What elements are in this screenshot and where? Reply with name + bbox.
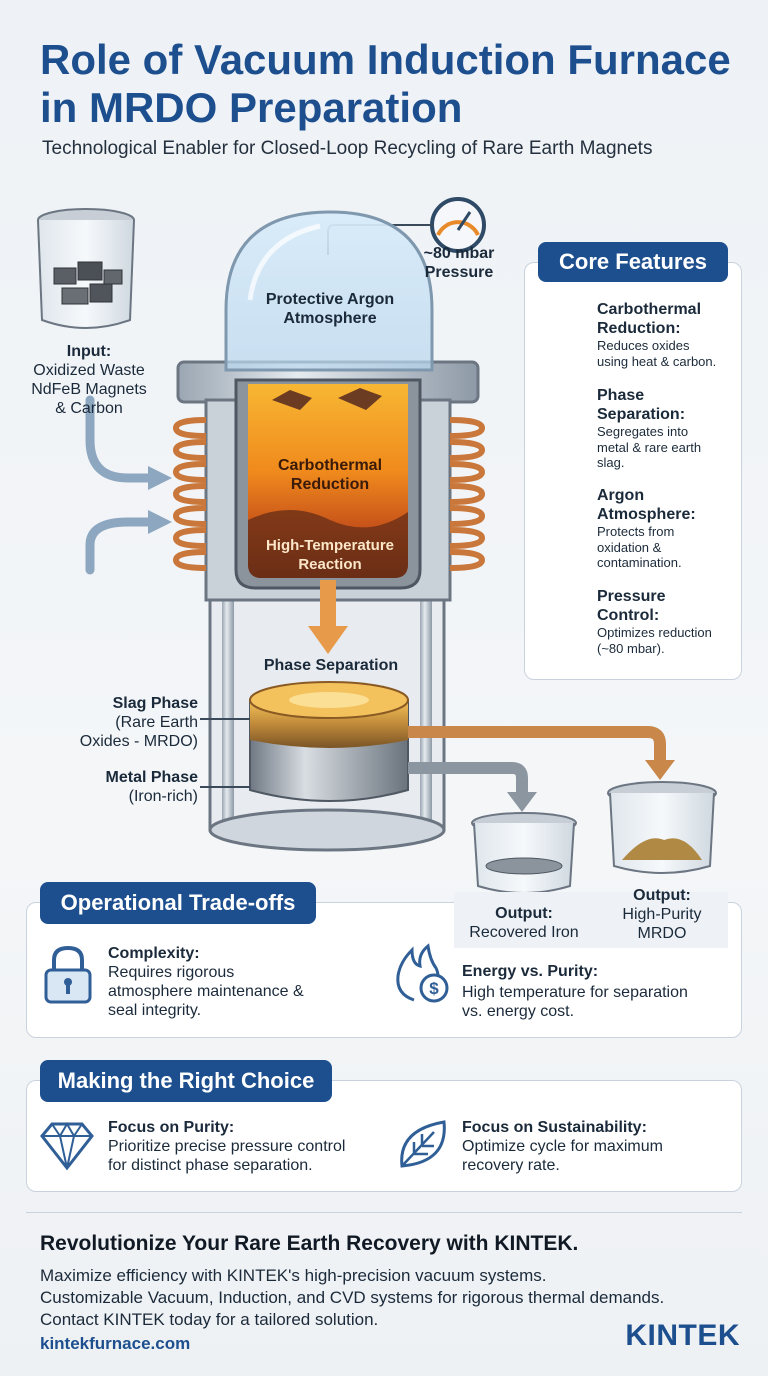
reaction-label: High-Temperature Reaction (265, 537, 395, 573)
page-title: Role of Vacuum Induction Furnace in MRDO… (40, 36, 731, 131)
tradeoff-energy-title: Energy vs. Purity: (462, 963, 599, 980)
cta-line-3: Contact KINTEK today for a tailored solu… (40, 1310, 379, 1329)
pressure-label: ~80 mbar Pressure (423, 245, 495, 281)
svg-text:$: $ (429, 979, 439, 998)
input-jar-icon (37, 208, 135, 329)
mrdo-jar-icon (607, 781, 717, 874)
separated-ingot (249, 681, 409, 802)
reduction-label: Carbothermal Reduction (277, 457, 383, 493)
brand-logo: KINTEK (625, 1319, 740, 1352)
diamond-icon (40, 1122, 94, 1171)
cta-line-1: Maximize efficiency with KINTEK's high-p… (40, 1266, 547, 1285)
tradeoffs-heading: Operational Trade-offs (40, 882, 316, 924)
input-arrows (85, 395, 155, 575)
website-link[interactable]: kintekfurnace.com (40, 1334, 191, 1353)
cta-divider (26, 1212, 742, 1213)
iron-jar-icon (471, 812, 577, 894)
page-subtitle: Technological Enabler for Closed-Loop Re… (42, 138, 653, 159)
core-features-panel (524, 262, 742, 680)
flame-dollar-icon: $ (396, 943, 449, 1003)
phase-separation-label: Phase Separation (263, 657, 399, 674)
output-label-backdrop (454, 892, 728, 948)
slag-phase-label: Slag Phase (Rare Earth Oxides - MRDO) (79, 695, 198, 750)
tradeoff-complexity-title: Complexity: (108, 945, 200, 962)
choice-heading: Making the Right Choice (40, 1060, 332, 1102)
output-iron-label: Output: Recovered Iron (469, 905, 579, 941)
input-label: Input: Oxidized Waste NdFeB Magnets & Ca… (31, 343, 147, 417)
argon-label: Protective Argon Atmosphere (265, 291, 395, 327)
pressure-gauge-icon (430, 197, 486, 253)
cta-title: Revolutionize Your Rare Earth Recovery w… (40, 1232, 579, 1255)
output-mrdo-label: Output: High-Purity MRDO (622, 887, 702, 942)
choice-sustainability-title: Focus on Sustainability: (462, 1119, 647, 1136)
choice-purity-title: Focus on Purity: (108, 1119, 235, 1136)
metal-phase-label: Metal Phase (Iron-rich) (105, 769, 198, 805)
tradeoffs-panel (26, 902, 742, 1038)
cta-line-2: Customizable Vacuum, Induction, and CVD … (40, 1288, 665, 1307)
lock-icon (44, 945, 92, 1004)
leaf-icon (400, 1120, 446, 1168)
induction-coil (172, 417, 486, 571)
core-features-heading: Core Features (538, 242, 728, 282)
